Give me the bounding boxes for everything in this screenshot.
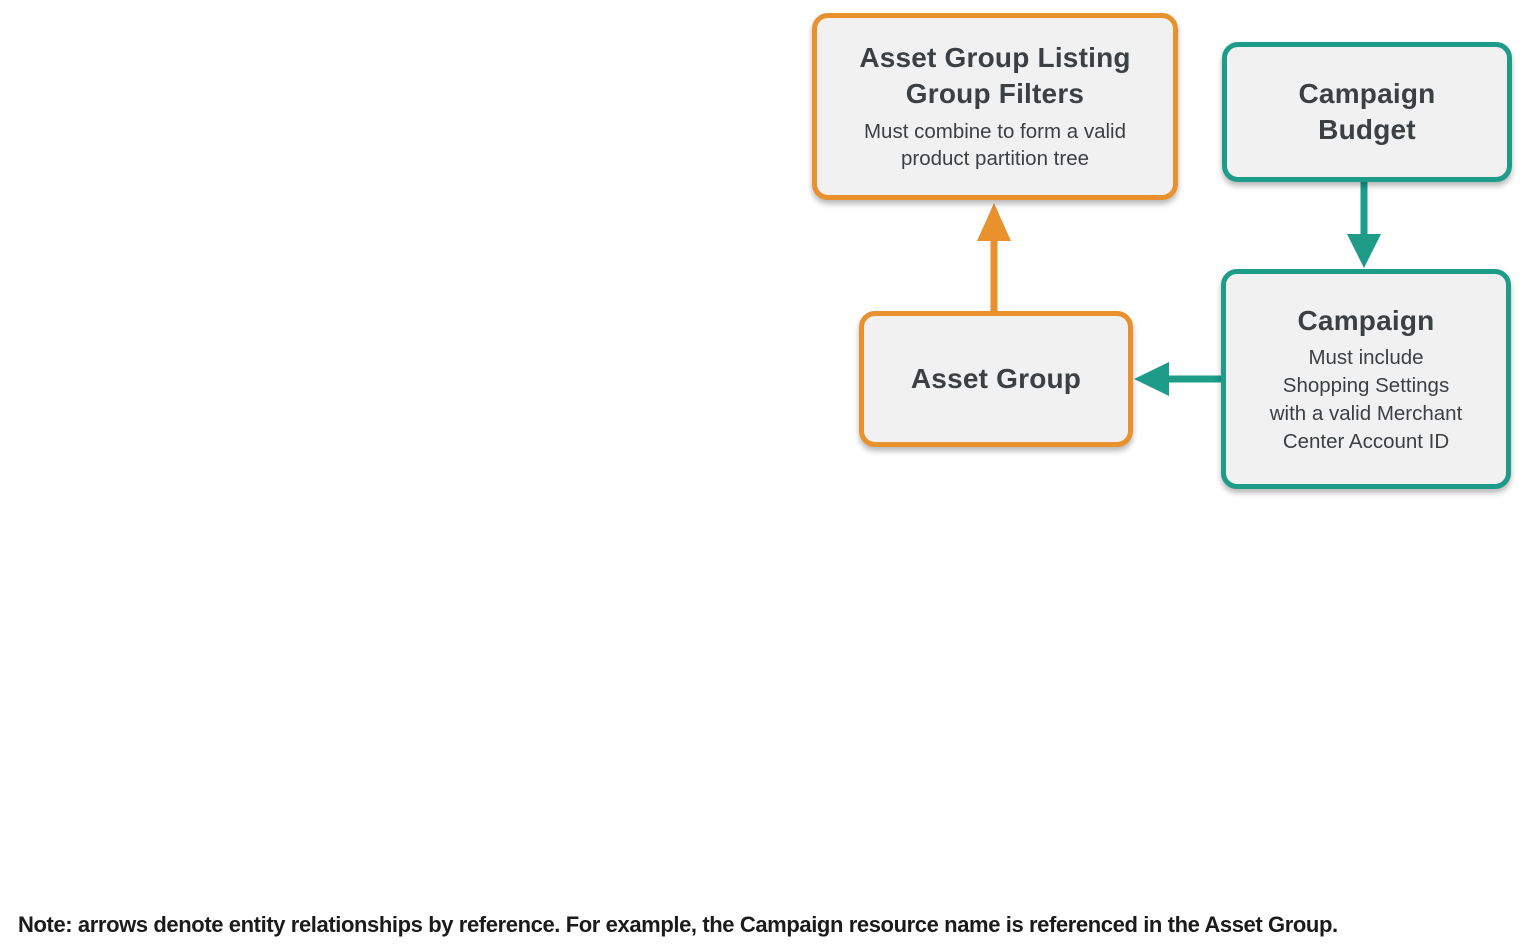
node-campaign: Campaign Must include Shopping Settings … (1221, 269, 1511, 489)
node-title: Campaign (1297, 304, 1435, 336)
node-title: Campaign Budget (1298, 77, 1436, 145)
arrow-asset-group-to-listing-filters-icon (977, 203, 1011, 313)
node-subtitle: Must combine to form a valid product par… (863, 119, 1127, 171)
node-subtitle: Must include Shopping Settings with a va… (1269, 345, 1463, 453)
footnote: Note: arrows denote entity relationships… (18, 912, 1338, 937)
node-title: Asset Group Listing Group Filters (859, 41, 1131, 110)
node-campaign-budget: Campaign Budget (1222, 42, 1512, 182)
node-asset-group-listing-group-filters: Asset Group Listing Group Filters Must c… (812, 13, 1178, 200)
node-asset-group: Asset Group (859, 311, 1133, 447)
node-title: Asset Group (910, 362, 1082, 394)
arrow-campaign-to-asset-group-icon (1134, 362, 1221, 396)
arrow-campaign-budget-to-campaign-icon (1347, 180, 1381, 268)
